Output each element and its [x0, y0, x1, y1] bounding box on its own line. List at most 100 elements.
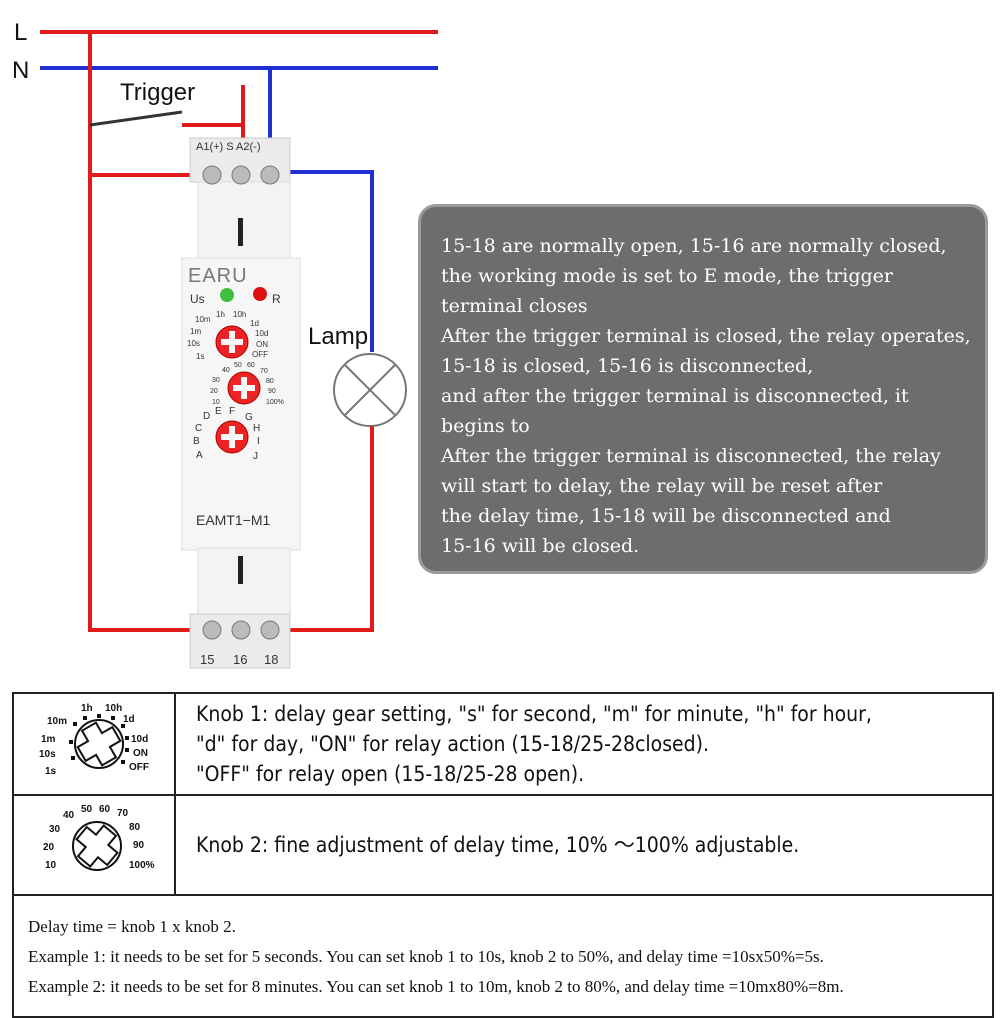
- svg-text:ON: ON: [256, 340, 268, 349]
- neutral-label: N: [12, 57, 29, 84]
- terminal-a1: [202, 165, 222, 185]
- knob2-label: 60: [99, 804, 111, 815]
- relay-led-icon: [253, 287, 267, 301]
- terminal-s: [231, 165, 251, 185]
- knob2-label: 80: [129, 822, 141, 833]
- svg-text:1d: 1d: [250, 319, 259, 328]
- module-knob-3: D E F G C H B I A J: [193, 406, 260, 462]
- svg-text:H: H: [253, 423, 260, 434]
- svg-text:10s: 10s: [187, 339, 200, 348]
- lamp-neutral-wire: [270, 170, 374, 352]
- us-label: Us: [190, 292, 205, 306]
- terminal-18-label: 18: [264, 652, 278, 667]
- line-feed-wire: [88, 32, 212, 632]
- knob2-label: 90: [133, 840, 145, 851]
- svg-text:D: D: [203, 411, 210, 422]
- info-line: 15-16 will be closed.: [441, 535, 640, 557]
- knob1-label: 10h: [105, 703, 122, 714]
- svg-text:80: 80: [266, 378, 274, 385]
- info-line: begins to: [441, 415, 530, 437]
- knob1-label: 1h: [81, 703, 93, 714]
- knob-settings-table: 10m 1h 10h 1m 1d 10s 10d 1s ON OFF Knob …: [12, 692, 994, 1018]
- info-line: will start to delay, the relay will be r…: [441, 475, 883, 497]
- terminal-18: [260, 620, 280, 640]
- lamp-label: Lamp: [308, 323, 368, 350]
- knob1-label: 1s: [45, 766, 57, 777]
- info-line: and after the trigger terminal is discon…: [441, 385, 909, 407]
- knob1-label: ON: [133, 748, 148, 759]
- info-line: terminal closes: [441, 295, 588, 317]
- relay-module: A1(+) S A2(-) EARU Us R 10m 1h 10h 1m 1d…: [181, 137, 301, 669]
- r-label: R: [272, 292, 281, 306]
- brand-logo: EARU: [188, 265, 248, 287]
- knob2-row: 40 50 60 70 30 80 20 90 10 100% Knob 2: …: [12, 794, 994, 896]
- formula-row: Delay time = knob 1 x knob 2. Example 1:…: [12, 894, 994, 1018]
- knob1-label: 10m: [47, 716, 67, 727]
- knob1-icon-cell: 10m 1h 10h 1m 1d 10s 10d 1s ON OFF: [12, 692, 176, 796]
- svg-text:1m: 1m: [190, 327, 201, 336]
- svg-text:J: J: [253, 451, 258, 462]
- knob2-description: Knob 2: fine adjustment of delay time, 1…: [174, 794, 994, 896]
- svg-text:C: C: [195, 423, 202, 434]
- knob2-label: 70: [117, 808, 129, 819]
- knob1-label: 1m: [41, 734, 56, 745]
- knob2-label: 30: [49, 824, 61, 835]
- trigger-label: Trigger: [120, 79, 195, 106]
- svg-text:10h: 10h: [233, 310, 246, 319]
- svg-text:B: B: [193, 436, 200, 447]
- svg-text:60: 60: [247, 362, 255, 369]
- svg-text:E: E: [215, 406, 222, 417]
- terminal-16-label: 16: [233, 652, 247, 667]
- info-line: the working mode is set to E mode, the t…: [441, 265, 893, 287]
- svg-text:OFF: OFF: [252, 350, 268, 359]
- operation-description-box: 15-18 are normally open, 15-16 are norma…: [418, 204, 988, 574]
- svg-text:G: G: [245, 412, 253, 423]
- module-knob-2: 40 50 60 70 30 80 20 90 10 100%: [210, 362, 284, 406]
- info-line: 15-18 is closed, 15-16 is disconnected,: [441, 355, 814, 377]
- knob2-label: 10: [45, 860, 57, 871]
- svg-text:10: 10: [212, 399, 220, 406]
- svg-text:30: 30: [212, 377, 220, 384]
- terminal-16: [231, 620, 251, 640]
- knob2-icon-cell: 40 50 60 70 30 80 20 90 10 100%: [12, 794, 176, 896]
- svg-text:10m: 10m: [195, 315, 211, 324]
- delay-formula: Delay time = knob 1 x knob 2. Example 1:…: [12, 894, 994, 1018]
- power-led-icon: [220, 288, 234, 302]
- info-line: After the trigger terminal is closed, th…: [441, 325, 971, 347]
- knob1-dial-icon: 10m 1h 10h 1m 1d 10s 10d 1s ON OFF: [39, 703, 149, 777]
- wiring-diagram: L N Trigger Lamp A1(+) S A2(-) EARU Us R: [12, 19, 438, 669]
- knob2-label: 100%: [129, 860, 155, 871]
- svg-text:F: F: [229, 406, 235, 417]
- info-line: the delay time, 15-18 will be disconnect…: [441, 505, 891, 527]
- knob2-label: 40: [63, 810, 75, 821]
- line-label: L: [14, 19, 27, 46]
- knob1-description: Knob 1: delay gear setting, "s" for seco…: [174, 692, 994, 796]
- svg-text:50: 50: [234, 362, 242, 369]
- svg-text:100%: 100%: [266, 399, 284, 406]
- knob1-label: 1d: [123, 714, 135, 725]
- terminal-15-label: 15: [200, 652, 214, 667]
- svg-text:1h: 1h: [216, 310, 225, 319]
- svg-text:1s: 1s: [196, 352, 204, 361]
- svg-text:20: 20: [210, 388, 218, 395]
- svg-text:90: 90: [268, 388, 276, 395]
- knob1-row: 10m 1h 10h 1m 1d 10s 10d 1s ON OFF Knob …: [12, 692, 994, 796]
- module-knob-1: 10m 1h 10h 1m 1d 10s 10d 1s ON OFF: [187, 310, 268, 361]
- knob2-label: 20: [43, 842, 55, 853]
- knob2-label: 50: [81, 804, 93, 815]
- svg-text:I: I: [257, 436, 260, 447]
- knob1-label: OFF: [129, 762, 149, 773]
- knob1-label: 10s: [39, 749, 56, 760]
- trigger-switch: [89, 110, 183, 127]
- info-line: After the trigger terminal is disconnect…: [441, 445, 941, 467]
- top-terminal-labels: A1(+) S A2(-): [196, 141, 261, 153]
- model-label: EAMT1−M1: [196, 512, 271, 528]
- terminal-15: [202, 620, 222, 640]
- svg-text:70: 70: [260, 368, 268, 375]
- knob2-dial-icon: 40 50 60 70 30 80 20 90 10 100%: [43, 804, 155, 871]
- svg-text:A: A: [196, 450, 203, 461]
- knob1-label: 10d: [131, 734, 148, 745]
- info-line: 15-18 are normally open, 15-16 are norma…: [441, 235, 947, 257]
- svg-text:10d: 10d: [255, 329, 268, 338]
- terminal-a2: [260, 165, 280, 185]
